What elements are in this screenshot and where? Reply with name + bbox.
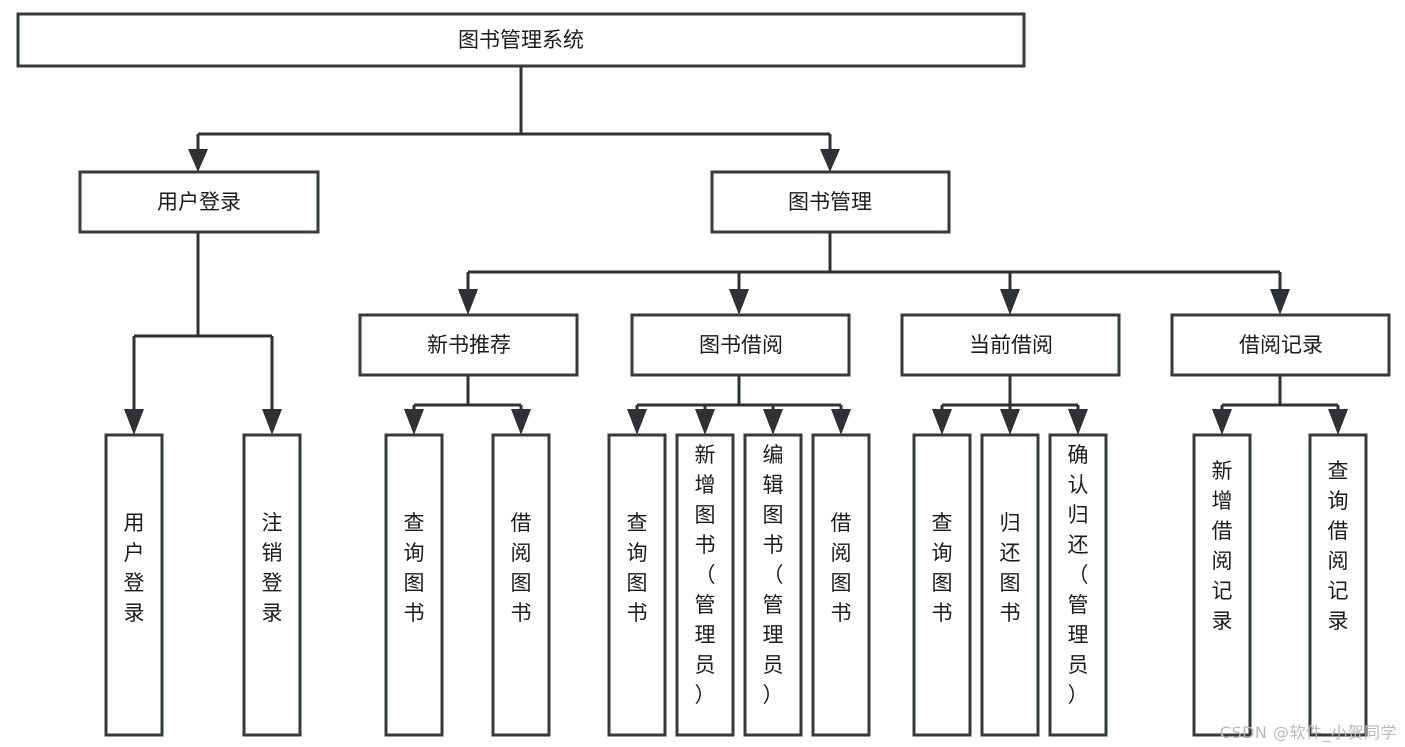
node-leaf-query-book-1-label: 查询图书 [404,511,425,625]
arrow-head-leaf-query-book-2 [627,409,647,435]
node-leaf-borrow-book-1[interactable]: 借阅图书 [491,433,551,737]
arrow-head-leaf-edit-book [763,409,783,435]
arrow-head-leaf-borrow-book-1 [511,409,531,435]
node-new-book-recommend-label: 新书推荐 [427,333,511,357]
node-current-borrowing[interactable]: 当前借阅 [900,313,1121,377]
node-leaf-query-book-1-rect[interactable] [384,433,444,737]
node-leaf-confirm-return[interactable]: 确认归还（管理员） [1048,433,1108,737]
node-leaf-query-book-3[interactable]: 查询图书 [912,433,972,737]
connector-group-user-login-children [124,232,282,435]
node-leaf-user-logout-rect[interactable] [242,433,302,737]
arrow-head-user-login [188,149,208,172]
node-leaf-user-login[interactable]: 用户登录 [104,433,164,737]
node-leaf-edit-book-label: 编辑图书（管理员） [763,443,784,707]
node-leaf-borrow-book-1-label: 借阅图书 [511,511,532,625]
node-root-rect[interactable] [16,12,1026,68]
node-leaf-return-book-rect[interactable] [980,433,1040,737]
node-leaf-add-record-label: 新增借阅记录 [1212,459,1233,633]
node-leaf-add-book[interactable]: 新增图书（管理员） [675,433,735,737]
node-leaf-user-logout[interactable]: 注销登录 [242,433,302,737]
arrow-head-leaf-user-logout [262,409,282,435]
arrow-head-book-borrowing [729,289,749,315]
node-user-login-label: 用户登录 [157,190,241,214]
node-new-book-recommend-rect[interactable] [358,313,579,377]
node-book-borrowing-label: 图书借阅 [699,333,783,357]
node-leaf-query-book-2-label: 查询图书 [627,511,648,625]
arrow-head-leaf-return-book [1000,409,1020,435]
node-leaf-query-book-3-label: 查询图书 [932,511,953,625]
node-leaf-add-book-rect[interactable] [675,433,735,737]
node-leaf-user-logout-label: 注销登录 [262,511,283,625]
node-leaf-return-book[interactable]: 归还图书 [980,433,1040,737]
node-leaf-query-record-label: 查询借阅记录 [1328,459,1349,633]
node-book-management-label: 图书管理 [788,190,872,214]
node-book-borrowing[interactable]: 图书借阅 [630,313,851,377]
node-root-label: 图书管理系统 [458,28,584,52]
node-leaf-user-login-rect[interactable] [104,433,164,737]
connector-group-book-management-children [458,232,1290,315]
arrow-head-leaf-query-record [1328,409,1348,435]
arrow-head-current-borrowing [1000,289,1020,315]
arrow-head-borrow-records [1270,289,1290,315]
node-current-borrowing-label: 当前借阅 [969,333,1053,357]
node-leaf-borrow-book-2-rect[interactable] [811,433,871,737]
node-book-management-rect[interactable] [710,170,951,234]
node-leaf-confirm-return-label: 确认归还（管理员） [1068,443,1089,707]
arrow-head-leaf-query-book-3 [932,409,952,435]
arrow-head-leaf-borrow-book-2 [831,409,851,435]
node-borrow-records-label: 借阅记录 [1239,333,1323,357]
arrow-head-leaf-add-book [695,409,715,435]
node-leaf-borrow-book-2-label: 借阅图书 [831,511,852,625]
connector-group-root-to-level1 [188,66,840,172]
connector-group-new-book-recommend-children [404,375,531,435]
node-leaf-query-book-1[interactable]: 查询图书 [384,433,444,737]
node-root[interactable]: 图书管理系统 [16,12,1026,68]
node-leaf-query-book-3-rect[interactable] [912,433,972,737]
node-book-borrowing-rect[interactable] [630,313,851,377]
node-leaf-return-book-label: 归还图书 [1000,511,1021,625]
connector-group-book-borrowing-children [627,375,851,435]
node-borrow-records[interactable]: 借阅记录 [1170,313,1391,377]
arrow-head-leaf-user-login [124,409,144,435]
node-new-book-recommend[interactable]: 新书推荐 [358,313,579,377]
node-leaf-query-record-rect[interactable] [1308,433,1368,737]
arrow-head-leaf-query-book-1 [404,409,424,435]
node-leaf-query-book-2[interactable]: 查询图书 [607,433,667,737]
node-user-login[interactable]: 用户登录 [78,170,320,234]
node-book-management[interactable]: 图书管理 [710,170,951,234]
node-leaf-query-book-2-rect[interactable] [607,433,667,737]
node-borrow-records-rect[interactable] [1170,313,1391,377]
node-leaf-add-record[interactable]: 新增借阅记录 [1192,433,1252,737]
node-leaf-add-record-rect[interactable] [1192,433,1252,737]
node-leaf-borrow-book-2[interactable]: 借阅图书 [811,433,871,737]
node-leaf-query-record[interactable]: 查询借阅记录 [1308,433,1368,737]
node-user-login-rect[interactable] [78,170,320,234]
connector-group-borrow-records-children [1212,375,1348,435]
node-leaf-confirm-return-rect[interactable] [1048,433,1108,737]
arrow-head-new-book-recommend [458,289,478,315]
node-leaf-edit-book-rect[interactable] [743,433,803,737]
node-current-borrowing-rect[interactable] [900,313,1121,377]
node-leaf-edit-book[interactable]: 编辑图书（管理员） [743,433,803,737]
arrow-head-leaf-confirm-return [1068,409,1088,435]
node-leaf-user-login-label: 用户登录 [124,511,145,625]
arrow-head-leaf-add-record [1212,409,1232,435]
node-leaf-borrow-book-1-rect[interactable] [491,433,551,737]
connector-group-current-borrowing-children [932,375,1088,435]
node-leaf-add-book-label: 新增图书（管理员） [695,443,716,707]
arrow-head-book-management [820,149,840,172]
csdn-watermark: CSDN @软件_小贺同学 [1219,723,1397,742]
